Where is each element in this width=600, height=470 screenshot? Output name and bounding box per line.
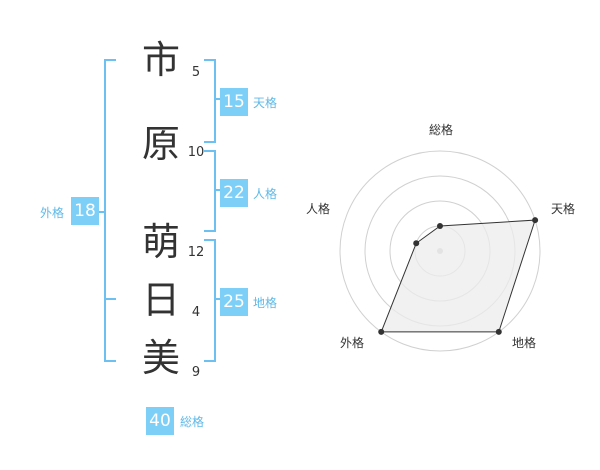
name-char-5: 美 <box>141 336 180 380</box>
chikaku-bracket <box>204 239 216 362</box>
soukaku-label: 総格 <box>180 415 205 429</box>
tenkaku-bracket <box>204 59 216 143</box>
soukaku-badge: 40 <box>146 407 174 435</box>
radar-axis-label-gaikaku: 外格 <box>339 336 364 350</box>
radar-area <box>380 219 536 333</box>
stroke-count-1: 5 <box>191 65 201 80</box>
gaikaku-tick <box>98 211 104 213</box>
gaikaku-mid-tick <box>104 298 116 300</box>
gaikaku-badge: 18 <box>71 197 99 225</box>
radar-point-0 <box>437 223 443 229</box>
jinkaku-bracket <box>204 150 216 232</box>
radar-point-1 <box>532 217 539 224</box>
radar-axis-label-jinkaku: 人格 <box>305 202 330 216</box>
tenkaku-label: 天格 <box>253 96 278 110</box>
jinkaku-label: 人格 <box>253 187 278 201</box>
radar-point-4 <box>413 240 420 247</box>
jinkaku-tick <box>214 189 220 191</box>
chikaku-tick <box>214 298 220 300</box>
chikaku-badge: 25 <box>220 288 248 316</box>
name-char-2: 原 <box>141 122 180 166</box>
name-char-4: 日 <box>141 278 180 322</box>
name-char-3: 萌 <box>141 220 180 264</box>
gaikaku-label: 外格 <box>40 206 65 220</box>
gaikaku-bracket <box>104 59 116 362</box>
radar-point-3 <box>378 328 385 335</box>
jinkaku-badge: 22 <box>220 179 248 207</box>
radar-axis-label-chikaku: 地格 <box>511 336 536 350</box>
tenkaku-tick <box>214 98 220 100</box>
name-char-1: 市 <box>141 38 180 82</box>
radar-grid-ring <box>339 150 541 352</box>
stroke-count-5: 9 <box>191 365 201 380</box>
tenkaku-badge: 15 <box>220 88 248 116</box>
stroke-count-4: 4 <box>191 305 201 320</box>
radar-points <box>378 217 539 335</box>
radar-axis-label-tenkaku: 天格 <box>550 202 575 216</box>
stroke-count-2: 10 <box>187 145 205 160</box>
chikaku-label: 地格 <box>253 296 278 310</box>
radar-point-2 <box>495 328 502 335</box>
stroke-count-3: 12 <box>187 245 205 260</box>
radar-axis-label-soukaku: 総格 <box>428 123 453 137</box>
